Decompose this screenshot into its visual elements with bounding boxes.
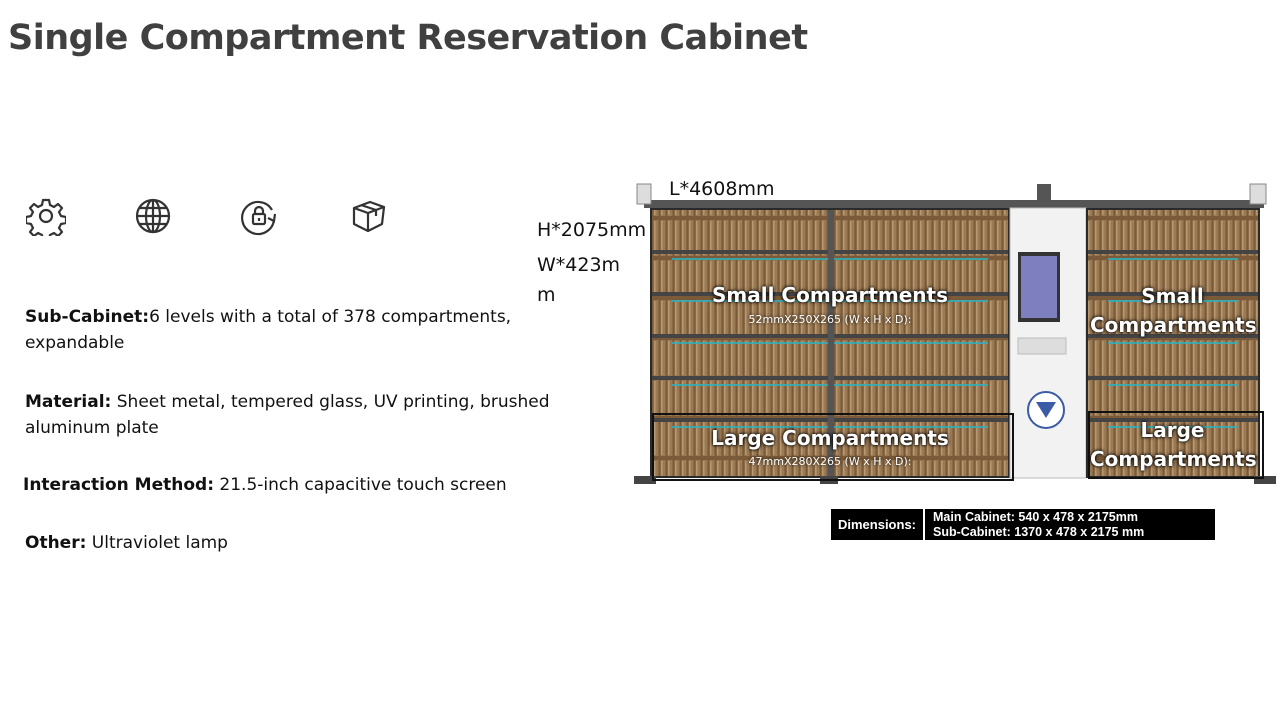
dimensions-values: Main Cabinet: 540 x 478 x 2175mm Sub-Cab… (925, 509, 1144, 540)
large-compartments-main-label: Large Compartments (711, 426, 949, 450)
block-divider (828, 210, 834, 476)
spec-other: Other: Ultraviolet lamp (25, 530, 565, 556)
spec-text: 6 levels with a total of 378 compartment… (25, 307, 512, 353)
cabinet-drawing (634, 183, 1276, 484)
spec-label: Interaction Method: (23, 475, 214, 495)
spec-material: Material: Sheet metal, tempered glass, U… (25, 389, 565, 441)
large-compartments-side-label-1: Large (1140, 418, 1205, 442)
spec-label: Sub-Cabinet: (25, 307, 150, 327)
globe-icon (133, 196, 173, 236)
cabinet-image (632, 178, 1280, 490)
length-label: L*4608mm (669, 178, 775, 200)
sub-cabinet-dimensions: Sub-Cabinet: 1370 x 478 x 2175 mm (933, 524, 1145, 539)
large-compartments-main-size: 47mmX280X265 (W x H x D): (748, 455, 912, 468)
shelf-stripe (1108, 384, 1238, 386)
spec-text: 21.5-inch capacitive touch screen (214, 475, 507, 495)
shelf-stripe (1108, 342, 1238, 344)
lock-rotate-icon (239, 196, 279, 236)
large-compartments-frame-main (652, 413, 1014, 481)
width-label-line2: m (537, 284, 556, 306)
height-label: H*2075mm (537, 219, 647, 241)
shelf-divider (1088, 334, 1258, 338)
box-icon (348, 196, 388, 236)
gear-icon (24, 196, 68, 242)
spec-text: Ultraviolet lamp (86, 533, 228, 553)
spec-label: Material: (25, 392, 112, 412)
large-compartments-frame-side (1088, 411, 1264, 479)
shelf-divider (1088, 376, 1258, 380)
main-cabinet-dimensions: Main Cabinet: 540 x 478 x 2175mm (933, 509, 1138, 524)
large-compartments-side-label-2: Compartments (1090, 447, 1257, 471)
shelf-stripe (1108, 300, 1238, 302)
dimensions-table: Dimensions: Main Cabinet: 540 x 478 x 21… (831, 509, 1215, 540)
small-compartments-side-label-1: Small (1141, 284, 1204, 308)
shelf-divider (1088, 250, 1258, 254)
shelf-stripe (1108, 258, 1238, 260)
spec-interaction: Interaction Method: 21.5-inch capacitive… (23, 472, 563, 498)
spec-sub-cabinet: Sub-Cabinet:6 levels with a total of 378… (25, 304, 565, 356)
shelf-divider (1088, 418, 1258, 422)
page-title: Single Compartment Reservation Cabinet (8, 18, 808, 58)
spec-label: Other: (25, 533, 87, 553)
spec-text: Sheet metal, tempered glass, UV printing… (25, 392, 550, 438)
small-compartments-side-label-2: Compartments (1090, 313, 1257, 337)
dimensions-label: Dimensions: (831, 509, 925, 540)
shelf-divider (1088, 292, 1258, 296)
shelf-stripe (1108, 426, 1238, 428)
small-compartments-main-size: 52mmX250X265 (W x H x D): (748, 313, 912, 326)
small-compartments-main-label: Small Compartments (711, 283, 948, 307)
width-label-line1: W*423m (537, 254, 621, 276)
